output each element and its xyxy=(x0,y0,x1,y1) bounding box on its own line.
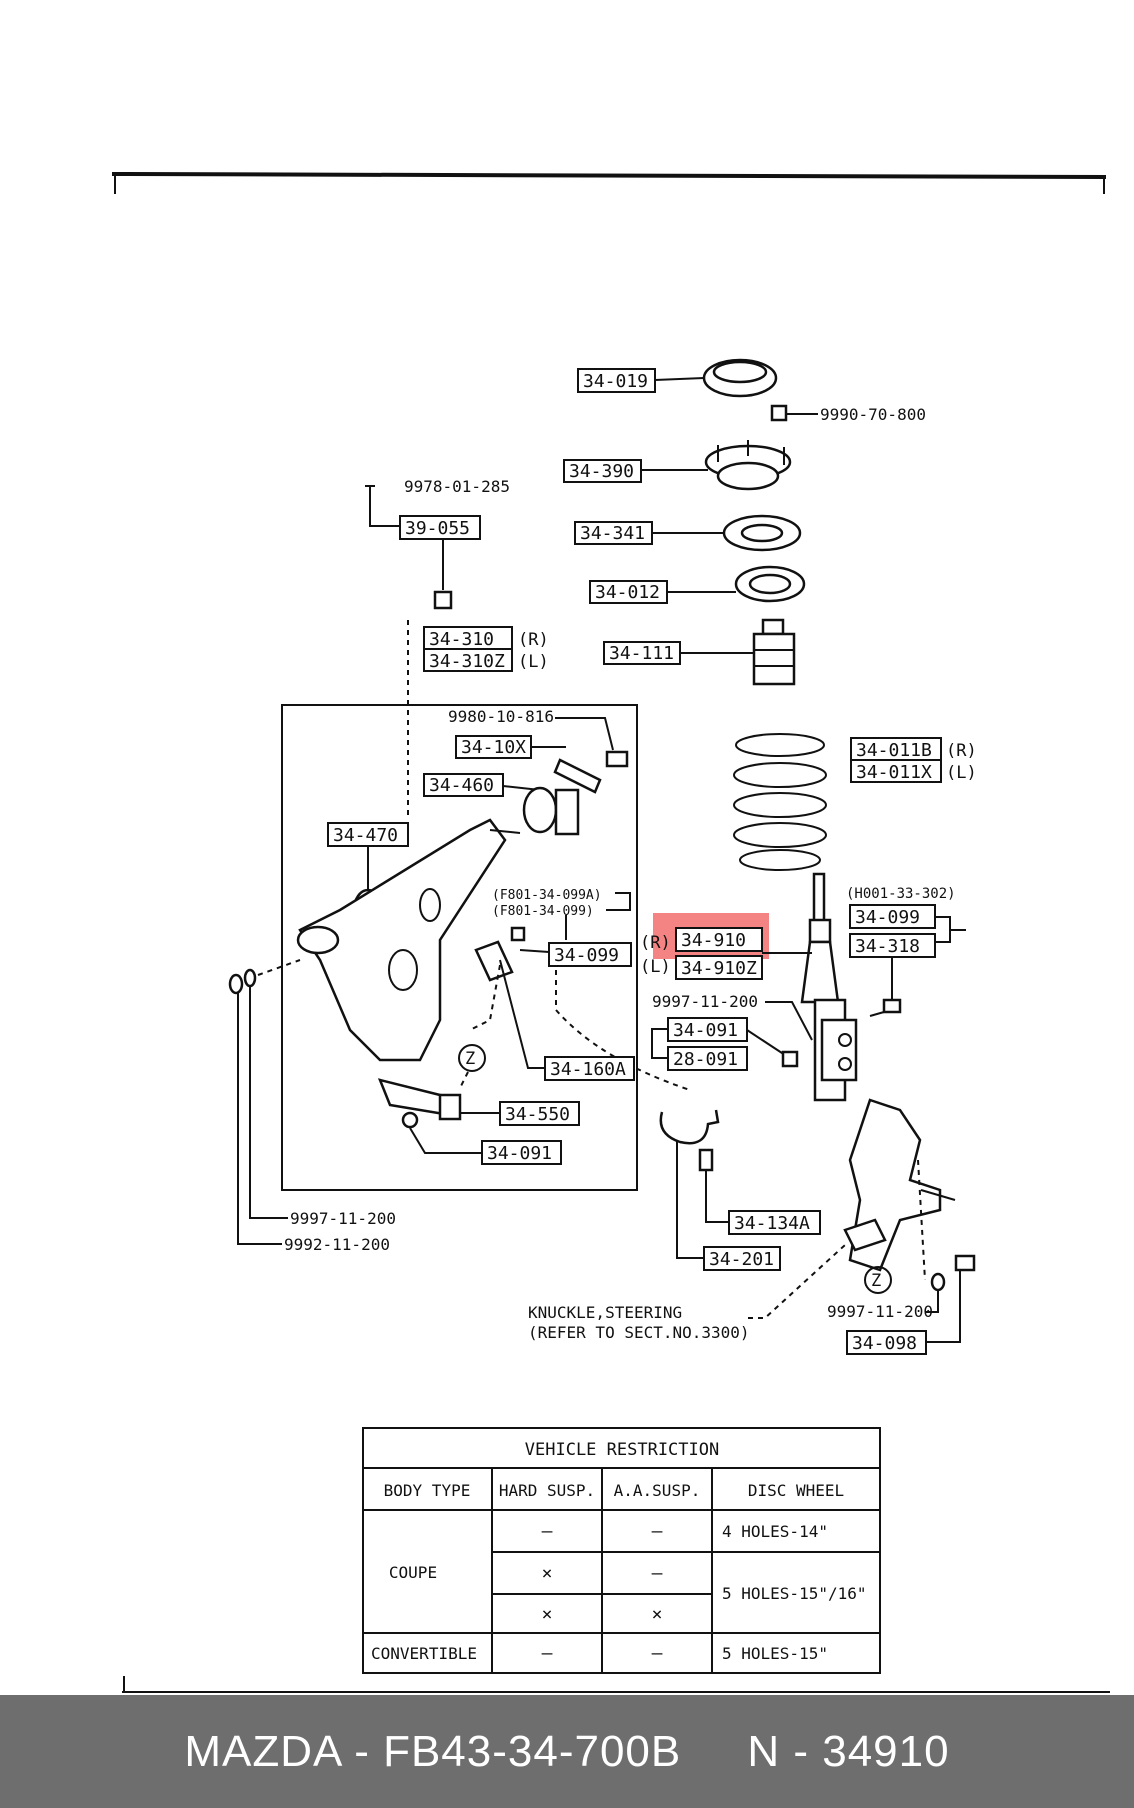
label-34098: 34-098 xyxy=(852,1333,917,1354)
vehicle-restriction-table xyxy=(362,1427,881,1674)
knuckle-note-1: KNUCKLE,STEERING xyxy=(528,1303,682,1322)
nut-34091 xyxy=(781,1050,799,1068)
label-34011-r: (R) xyxy=(946,741,977,761)
label-39055: 39-055 xyxy=(405,518,470,539)
label-34910-r: (R) xyxy=(640,933,671,953)
label-34550: 34-550 xyxy=(505,1104,570,1125)
arm-bushing-eye xyxy=(296,925,340,955)
table-title: VEHICLE RESTRICTION xyxy=(525,1440,719,1460)
label-3410x: 34-10X xyxy=(461,737,526,758)
table-header-disc-wheel: DISC WHEEL xyxy=(748,1481,844,1500)
table-cell-r4-aa: – xyxy=(652,1643,663,1664)
label-34310z: 34-310Z xyxy=(429,651,505,672)
label-34390: 34-390 xyxy=(569,461,634,482)
washer-9992 xyxy=(228,973,244,995)
label-9997-b: 9997-11-200 xyxy=(290,1209,396,1228)
bushing-34460 xyxy=(522,786,580,836)
label-h001: (H001-33-302) xyxy=(846,886,956,902)
bolt-9980 xyxy=(605,750,629,768)
table-cell-r2-hard: × xyxy=(542,1563,553,1584)
table-cell-convertible: CONVERTIBLE xyxy=(371,1644,477,1663)
footer-text: MAZDA - FB43-34-700B N - 34910 xyxy=(184,1726,950,1776)
label-34160a: 34-160A xyxy=(550,1059,626,1080)
z-marker-right xyxy=(864,1266,892,1294)
label-f801a: (F801-34-099A) xyxy=(492,888,602,903)
label-34111: 34-111 xyxy=(609,643,674,664)
table-cell-r4-wheel: 5 HOLES-15" xyxy=(722,1644,828,1663)
label-9997-a: 9997-11-200 xyxy=(652,992,758,1011)
label-f801b: (F801-34-099) xyxy=(492,904,594,919)
label-34318: 34-318 xyxy=(855,936,920,957)
label-9980: 9980-10-816 xyxy=(448,707,554,726)
bolt-34318 xyxy=(882,998,902,1014)
label-z-right: Z xyxy=(871,1271,881,1291)
table-cell-r2-wheel: 5 HOLES-15"/16" xyxy=(722,1584,867,1603)
bolt-39055 xyxy=(433,590,453,610)
label-34310-r: (R) xyxy=(518,630,549,650)
ball-joint-34550 xyxy=(377,1078,462,1129)
table-header-hard-susp: HARD SUSP. xyxy=(499,1481,595,1500)
bolt-34099 xyxy=(510,926,526,942)
label-34910-l: (L) xyxy=(640,957,671,977)
nut-9990 xyxy=(770,404,788,422)
label-34460: 34-460 xyxy=(429,775,494,796)
bolt-34134a xyxy=(698,1148,714,1172)
bracket-3410x xyxy=(553,758,602,794)
knuckle-note-2: (REFER TO SECT.NO.3300) xyxy=(528,1323,750,1342)
label-34910: 34-910 xyxy=(681,930,746,951)
washer-9997 xyxy=(243,968,257,988)
part-34019 xyxy=(702,358,778,398)
bushing-34201 xyxy=(659,1109,720,1145)
table-cell-r2-aa: – xyxy=(652,1563,663,1584)
part-34341 xyxy=(722,514,802,552)
label-34012: 34-012 xyxy=(595,582,660,603)
part-34011-spring xyxy=(733,733,827,871)
lower-control-arm xyxy=(298,818,507,1062)
label-34201: 34-201 xyxy=(709,1249,774,1270)
part-34910-strut xyxy=(800,872,858,1102)
table-cell-coupe: COUPE xyxy=(389,1563,437,1582)
label-z-left: Z xyxy=(465,1049,475,1069)
table-cell-r1-wheel: 4 HOLES-14" xyxy=(722,1522,828,1541)
table-cell-r3-aa: × xyxy=(652,1604,663,1625)
part-34111 xyxy=(752,618,796,686)
parts-diagram: 34-019 9990-70-800 34-390 34-341 34-012 … xyxy=(111,172,1110,1693)
label-34011x: 34-011X xyxy=(856,762,932,783)
part-34390 xyxy=(704,440,792,491)
label-34099-right: 34-099 xyxy=(855,907,920,928)
washer-9997-right xyxy=(930,1272,946,1292)
table-cell-r1-hard: – xyxy=(542,1521,553,1542)
table-cell-r4-hard: – xyxy=(542,1643,553,1664)
top-rule xyxy=(111,172,1107,179)
bolt-34098 xyxy=(954,1254,976,1272)
table-cell-r3-hard: × xyxy=(542,1604,553,1625)
label-28091: 28-091 xyxy=(673,1049,738,1070)
label-9990: 9990-70-800 xyxy=(820,405,926,424)
label-34019: 34-019 xyxy=(583,371,648,392)
table-header-aa-susp: A.A.SUSP. xyxy=(614,1481,701,1500)
label-9992: 9992-11-200 xyxy=(284,1235,390,1254)
label-34099-left: 34-099 xyxy=(554,945,619,966)
label-34134a: 34-134A xyxy=(734,1213,810,1234)
label-34011b: 34-011B xyxy=(856,740,932,761)
label-34341: 34-341 xyxy=(580,523,645,544)
z-marker-left xyxy=(458,1044,486,1072)
label-9997-c: 9997-11-200 xyxy=(827,1302,933,1321)
label-34091-b: 34-091 xyxy=(487,1143,552,1164)
label-34310-l: (L) xyxy=(518,652,549,672)
label-34011-l: (L) xyxy=(946,763,977,783)
part-34012 xyxy=(734,565,806,603)
label-34910z: 34-910Z xyxy=(681,958,757,979)
label-9978: 9978-01-285 xyxy=(404,477,510,496)
label-34091-a: 34-091 xyxy=(673,1020,738,1041)
bracket-34160a xyxy=(474,940,514,982)
assembly-frame xyxy=(281,704,638,1191)
label-34470: 34-470 xyxy=(333,825,398,846)
footer-bar: MAZDA - FB43-34-700B N - 34910 xyxy=(0,1695,1134,1808)
label-34310: 34-310 xyxy=(429,629,494,650)
table-cell-r1-aa: – xyxy=(652,1521,663,1542)
table-header-body-type: BODY TYPE xyxy=(384,1481,471,1500)
